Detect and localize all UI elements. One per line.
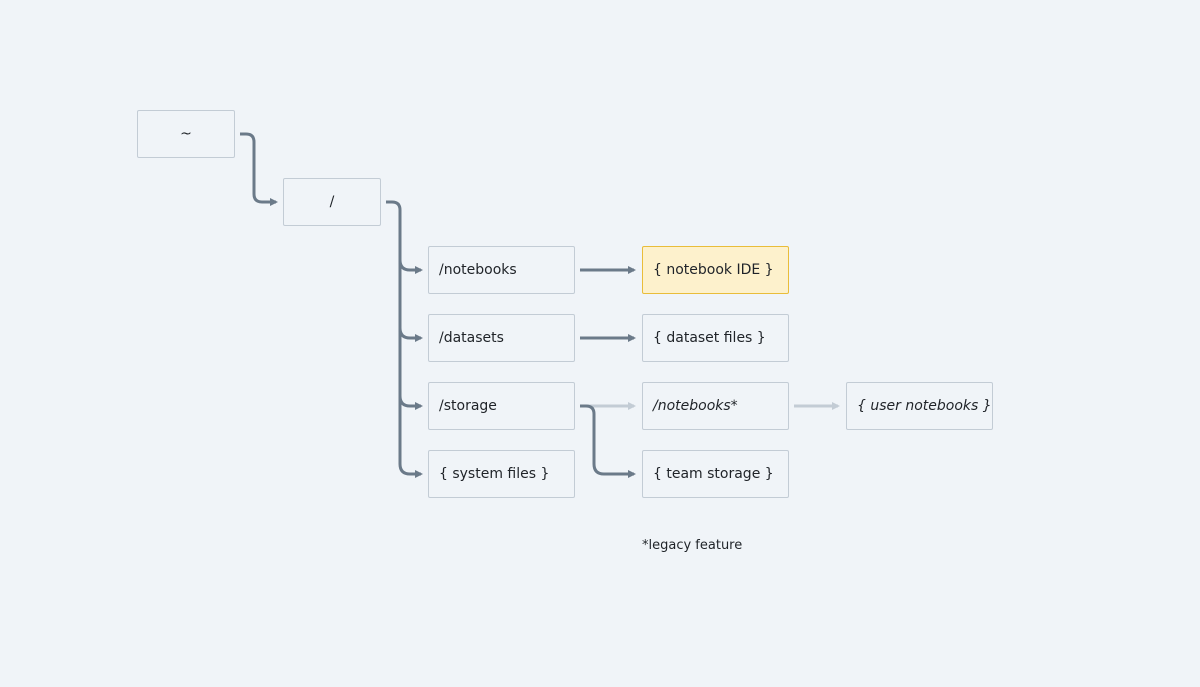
connector-storage-team <box>580 404 636 478</box>
node-storage: /storage <box>428 382 575 430</box>
node-notebook-ide: { notebook IDE } <box>642 246 789 294</box>
connector-root-trunk <box>386 200 423 478</box>
node-datasets: /datasets <box>428 314 575 362</box>
connector-root-storage <box>398 395 423 410</box>
node-team-storage: { team storage } <box>642 450 789 498</box>
connector-root-datasets <box>398 327 423 342</box>
node-user-notebooks: { user notebooks } <box>846 382 993 430</box>
node-notebooks: /notebooks <box>428 246 575 294</box>
node-storage-notebooks: /notebooks* <box>642 382 789 430</box>
connector-home-root <box>240 132 278 206</box>
node-system-files: { system files } <box>428 450 575 498</box>
node-dataset-files: { dataset files } <box>642 314 789 362</box>
legacy-footnote: *legacy feature <box>642 538 743 553</box>
node-root: / <box>283 178 381 226</box>
connector-root-notebooks <box>398 259 423 274</box>
node-home: ~ <box>137 110 235 158</box>
